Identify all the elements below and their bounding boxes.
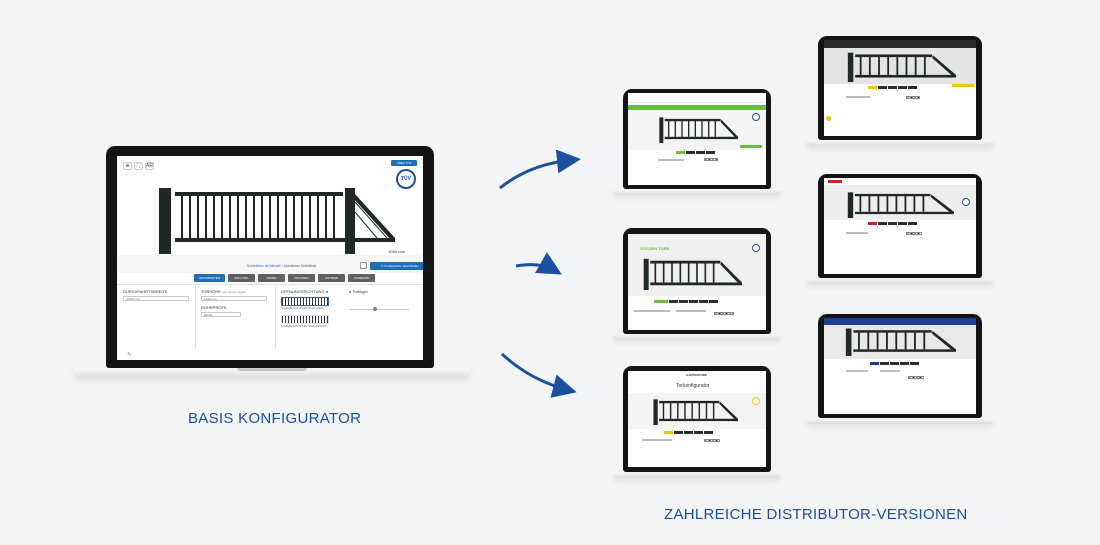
tuv-info-button[interactable]: ÜBER TÜV	[391, 160, 417, 166]
page-title: Torkonfigurator	[676, 383, 710, 389]
tab-pfosten[interactable]: PFOSTEN	[288, 274, 315, 282]
distributor-laptop-2: GOLDEN TORE	[613, 228, 781, 340]
direction-right-thumb[interactable]	[281, 315, 329, 324]
ground-area	[117, 255, 423, 273]
breadcrumb-link[interactable]: Schiebetor ab Abmaß	[247, 264, 281, 268]
tab-grunddaten[interactable]: GRUNDDATEN	[194, 274, 225, 282]
arrows-graphic	[499, 150, 581, 398]
zoom-icon[interactable]: ⊕	[123, 162, 132, 170]
divider	[195, 287, 196, 349]
arrow-up	[499, 150, 581, 190]
green-banner	[628, 105, 766, 110]
tab-fuellung[interactable]: FÜLLUNG	[228, 274, 255, 282]
wing-option: ● Torflügel	[349, 289, 419, 311]
ar-button[interactable]: AR	[145, 162, 154, 170]
distributor-laptop-1	[613, 89, 781, 195]
distributor-caption: ZAHLREICHE DISTRIBUTOR-VERSIONEN	[664, 506, 968, 523]
profile-select[interactable]: 60x60	[201, 312, 241, 317]
basis-caption: BASIS KONFIGURATOR	[188, 410, 362, 427]
distributor-laptop-3: GARTENTORE Torkonfigurator	[613, 366, 781, 478]
width-select[interactable]: 4.000 mm	[123, 296, 189, 301]
tab-zubehoer[interactable]: ZUBEHÖR	[348, 274, 375, 282]
divider	[275, 287, 276, 349]
arrow-down	[500, 352, 577, 398]
options-panel: DURCHFAHRTSBREITE 4.000 mm TORHÖHE max. …	[117, 284, 423, 360]
width-option: DURCHFAHRTSBREITE 4.000 mm	[123, 289, 189, 301]
wing-slider-handle[interactable]	[373, 307, 377, 311]
brand-logo: GOLDEN TORE	[640, 246, 670, 251]
dimension-label: 4000 mm	[388, 249, 405, 254]
tab-antrieb[interactable]: ANTRIEB	[318, 274, 345, 282]
tuv-seal-icon: TÜV	[396, 169, 416, 189]
config-tabs: GRUNDDATEN FÜLLUNG FARBE PFOSTEN ANTRIEB…	[194, 274, 375, 282]
share-icon[interactable]	[360, 262, 367, 269]
height-select[interactable]: 1200 mm	[201, 296, 267, 301]
finish-config-button[interactable]: ✎ Konfiguration abschließen	[370, 262, 423, 270]
distributor-laptop-4	[806, 36, 994, 146]
distributor-laptop-6	[806, 314, 994, 424]
tuv-seal-icon	[752, 113, 760, 121]
direction-left-thumb[interactable]	[281, 297, 329, 306]
breadcrumb: Schiebetor ab Abmaß › Aluminium Drehfels…	[247, 264, 317, 268]
fullscreen-icon[interactable]: ⛶	[134, 162, 143, 170]
laptop-base	[73, 368, 471, 378]
breadcrumb-current: Aluminium Drehfelsb.	[283, 264, 317, 268]
cursor-icon: ↖	[127, 352, 133, 358]
tuv-seal-icon	[752, 244, 760, 252]
wing-slider-track[interactable]	[349, 309, 409, 310]
height-option: TORHÖHE max. bis 2m möglich 1200 mm ROHR…	[201, 289, 267, 317]
gate-preview-image	[155, 182, 395, 254]
configurator-screen: ⊕ ⛶ AR ÜBER TÜV TÜV	[117, 156, 423, 360]
distributor-laptop-5	[806, 174, 994, 284]
arrow-middle	[515, 252, 562, 275]
direction-option: ÖFFNUNGSRICHTUNG ● SCHIEBETOR OFFEN NACH…	[281, 289, 329, 328]
basis-laptop: ⊕ ⛶ AR ÜBER TÜV TÜV	[73, 146, 471, 378]
tab-farbe[interactable]: FARBE	[258, 274, 285, 282]
